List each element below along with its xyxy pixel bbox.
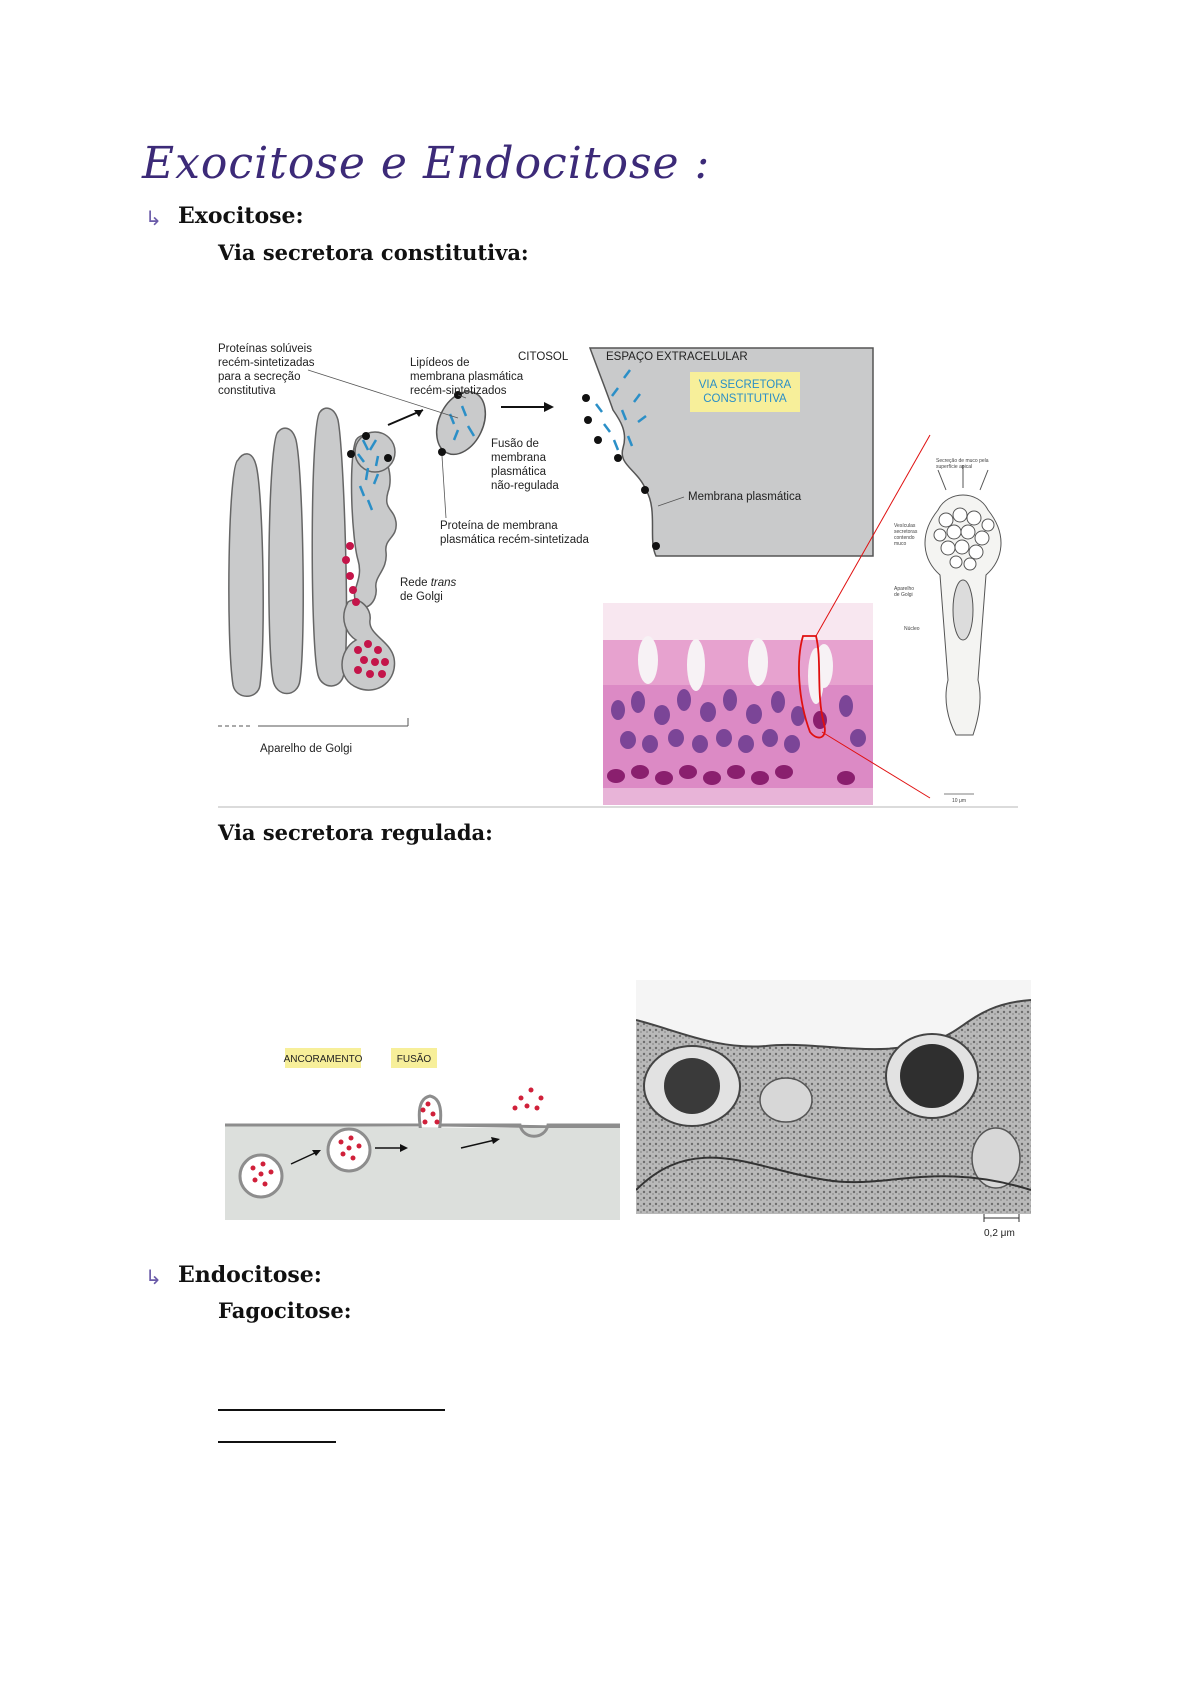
proteina-membrana-label-2: plasmática recém-sintetizada: [440, 534, 590, 546]
rede-label-1: Rede: [400, 577, 428, 589]
membrana-label: Membrana plasmática: [688, 491, 802, 503]
espaco-label: ESPAÇO EXTRACELULAR: [606, 351, 748, 363]
fusao-label-3: plasmática: [491, 466, 547, 478]
golgi-cisterna-3: [311, 407, 348, 687]
micrograph-scale-label: 0,2 μm: [984, 1228, 1015, 1239]
granule-dots: [250, 1087, 544, 1187]
drawing-label-superficie: superfície apical: [936, 464, 972, 470]
drawing-label-scale: 10 μm: [952, 798, 966, 804]
blank-line-1: [218, 1409, 445, 1411]
page-title: Exocitose e Endocitose :: [142, 138, 711, 189]
highlighted-goblet-cell: [798, 635, 826, 739]
rede-label-trans: trans: [431, 577, 457, 589]
goblet-cell-drawing: [924, 465, 1002, 736]
fusao-label: FUSÃO: [397, 1052, 432, 1065]
histology-micrograph: [603, 603, 873, 805]
ancoramento-label: ANCORAMENTO: [284, 1054, 363, 1065]
extracellular-space-panel: [588, 347, 874, 557]
ancoramento-badge: [285, 1048, 361, 1068]
lipideos-label-2: membrana plasmática: [410, 371, 524, 383]
proteina-membrana-label-1: Proteína de membrana: [440, 520, 558, 532]
golgi-cisterna-1: [228, 453, 264, 697]
proteinas-label-1: Proteínas solúveis: [218, 343, 312, 355]
fusao-badge: [391, 1048, 437, 1068]
constitutive-pathway-figure: VIA SECRETORA CONSTITUTIVA Proteínas sol…: [218, 343, 1018, 808]
golgi-bud: [354, 431, 396, 473]
bullet-arrow-icon: ↳: [145, 1265, 162, 1289]
proteinas-label-3: para a secreção: [218, 371, 300, 383]
fusao-label-4: não-regulada: [491, 480, 559, 492]
via-label-2: CONSTITUTIVA: [703, 393, 787, 405]
drawing-label-vesiculas: Vesículas: [894, 523, 916, 529]
citosol-label: CITOSOL: [518, 351, 569, 363]
rede-label-2: de Golgi: [400, 591, 443, 603]
drawing-label-aparelho: Aparelho: [894, 586, 914, 592]
drawing-label-nucleo: Núcleo: [904, 626, 920, 632]
drawing-label-secretoras: secretoras: [894, 529, 918, 535]
fagocitose-heading: Fagocitose:: [218, 1298, 352, 1323]
exocitose-heading: Exocitose:: [178, 203, 304, 229]
membrane-protein-dots: [347, 432, 392, 462]
secreted-protein-marks: [595, 369, 647, 451]
membrane-dots: [582, 394, 660, 550]
via-secretora-badge: [690, 372, 800, 412]
fusao-label-1: Fusão de: [491, 438, 539, 450]
drawing-label-contendo: contendo: [894, 535, 915, 541]
lipideos-label-3: recém-sintetizados: [410, 385, 507, 397]
lipideos-label-1: Lipídeos de: [410, 357, 469, 369]
electron-micrograph: 0,2 μm: [636, 980, 1031, 1242]
drawing-label-secrecao: Secreção de muco pela: [936, 458, 989, 464]
constitutiva-heading: Via secretora constitutiva:: [218, 240, 529, 265]
bullet-arrow-icon: ↳: [145, 206, 162, 230]
regulated-pathway-diagram: ANCORAMENTO FUSÃO: [225, 1048, 621, 1220]
red-vesicle-dots: [342, 542, 389, 678]
drawing-label-muco: muco: [894, 541, 906, 547]
endocitose-heading: Endocitose:: [178, 1262, 322, 1288]
golgi-cisterna-2: [268, 427, 304, 695]
transport-vesicle: [435, 390, 487, 456]
proteinas-label-2: recém-sintetizadas: [218, 357, 315, 369]
svg-text:Rede trans: Rede trans: [400, 577, 457, 589]
fusao-label-2: membrana: [491, 452, 547, 464]
regulada-heading: Via secretora regulada:: [218, 820, 493, 845]
proteinas-label-4: constitutiva: [218, 385, 276, 397]
via-label-1: VIA SECRETORA: [699, 379, 792, 391]
soluble-protein-marks: [357, 439, 380, 511]
aparelho-label: Aparelho de Golgi: [260, 743, 352, 755]
drawing-label-golgi: de Golgi: [894, 592, 913, 598]
blank-line-2: [218, 1441, 336, 1443]
